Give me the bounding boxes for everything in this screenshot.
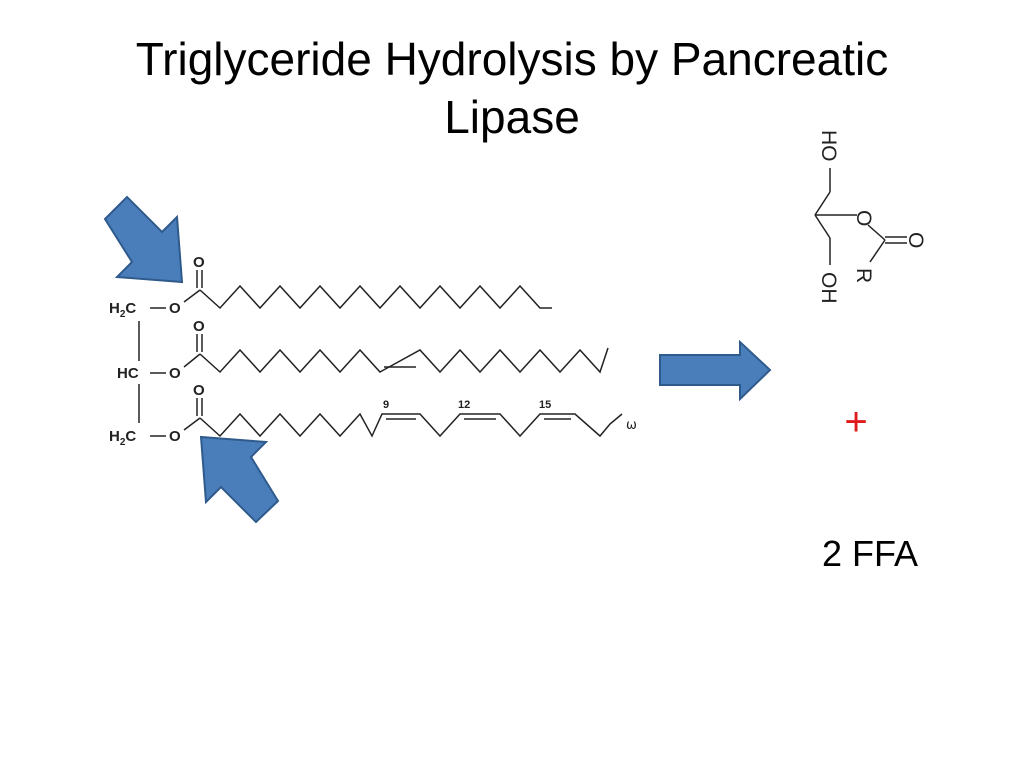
o-carbonyl-bond-top <box>183 289 201 303</box>
h2c-top-label: H2C <box>109 300 136 320</box>
arrow-down-right-icon <box>103 195 184 284</box>
title-line-1: Triglyceride Hydrolysis by Pancreatic <box>135 33 889 85</box>
ester-oxygen-top: O <box>169 300 181 317</box>
title-line-2: Lipase <box>444 91 580 143</box>
triglyceride-labels: H2C HC H2C O O O O O O 9 12 15 α ω <box>109 254 637 453</box>
hc-mid-label: HC <box>117 365 139 382</box>
mono-bond-c-r <box>869 239 886 263</box>
mono-bond-o-c <box>867 224 886 241</box>
mono-oh-label: OH <box>817 272 840 304</box>
mono-ho-label: HO <box>817 130 840 162</box>
ester-oxygen-mid: O <box>169 365 181 382</box>
plus-sign: + <box>844 400 868 444</box>
position-9-label: 9 <box>383 399 389 411</box>
slide-title: Triglyceride Hydrolysis by Pancreatic Li… <box>60 30 964 146</box>
mono-bond-ch-ch2 <box>814 214 831 239</box>
arrow-right-icon <box>659 339 772 402</box>
ester-oxygen-bottom: O <box>169 428 181 445</box>
monoglyceride-structure <box>814 168 907 265</box>
o-carbonyl-bond-mid <box>183 353 201 368</box>
fatty-acid-chain-monounsaturated <box>199 347 609 374</box>
free-fatty-acids-label: 2 FFA <box>821 533 919 574</box>
fatty-acid-chain-saturated <box>199 284 552 310</box>
position-15-label: 15 <box>539 399 551 411</box>
mono-bond-ch2-ch <box>814 191 831 216</box>
carbonyl-oxygen-mid: O <box>193 318 205 335</box>
carbonyl-oxygen-top: O <box>193 254 205 271</box>
carbonyl-oxygen-bottom: O <box>193 382 205 399</box>
mono-carbonyl-oxygen: O <box>904 232 927 248</box>
monoglyceride-labels: HO OH O O R <box>817 130 927 304</box>
fatty-acid-chain-polyunsaturated <box>199 412 623 438</box>
o-carbonyl-bond-bottom <box>183 417 201 431</box>
mono-r-label: R <box>852 268 875 283</box>
mono-ring-oxygen: O <box>852 210 875 226</box>
omega-label: ω <box>626 418 637 433</box>
h2c-bottom-label: H2C <box>109 428 136 448</box>
triglyceride-structure <box>138 270 623 438</box>
arrow-up-left-icon <box>199 435 280 524</box>
position-12-label: 12 <box>458 399 470 411</box>
